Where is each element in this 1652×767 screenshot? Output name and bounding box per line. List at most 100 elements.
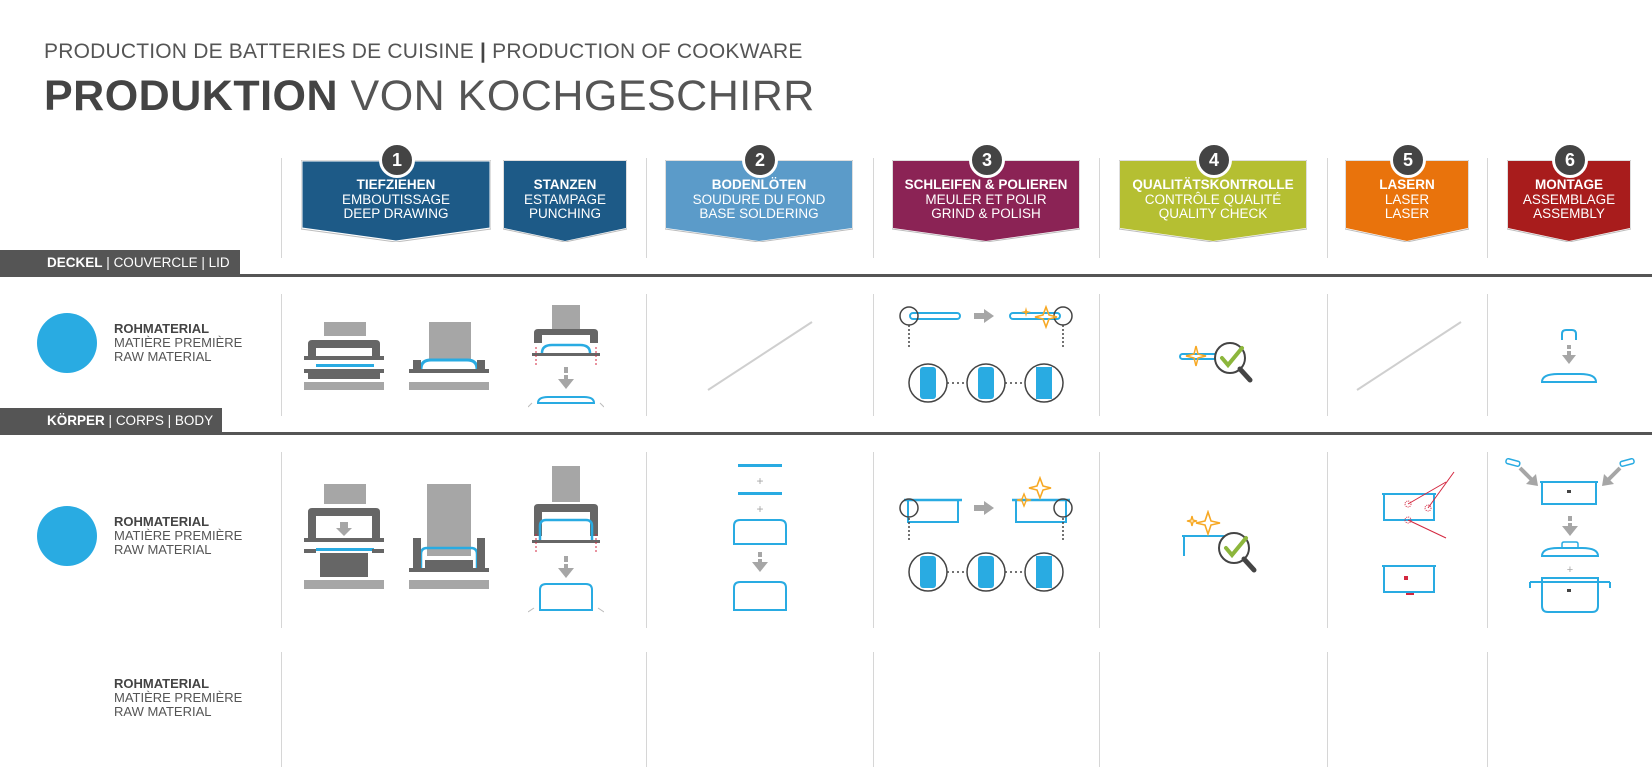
step-2-label-de: BODENLÖTEN xyxy=(711,177,807,192)
step-3-label-fr: MEULER ET POLIR xyxy=(925,191,1047,207)
subtitle-fr: PRODUCTION DE BATTERIES DE CUISINE xyxy=(44,40,474,63)
step-5-label-de: LASERN xyxy=(1379,177,1435,192)
row-lid-en: LID xyxy=(208,255,230,270)
lid-deep-drawing-press-open-icon xyxy=(304,322,384,390)
divider-lid-2 xyxy=(646,294,647,416)
divider-col-6 xyxy=(1487,158,1488,258)
body-deep-drawing-press-closed-icon xyxy=(409,484,489,589)
step-banner-laser: LASERN LASER LASER xyxy=(1345,160,1469,242)
step-3-label-en: GRIND & POLISH xyxy=(931,206,1041,221)
row-label-lid: DECKEL | COUVERCLE | LID xyxy=(0,250,240,276)
lid-not-applicable-soldering-icon xyxy=(707,321,813,391)
lid-punching-icon xyxy=(528,305,604,408)
step-3-label-de: SCHLEIFEN & POLIEREN xyxy=(904,177,1068,192)
divider-lid-4 xyxy=(1099,294,1100,416)
step-1-number-badge: 1 xyxy=(379,142,415,178)
step-5-label-en: LASER xyxy=(1384,206,1430,221)
row-lid-sep: | xyxy=(106,255,110,270)
body-quality-check-icon xyxy=(1182,510,1257,573)
body-assembly-icon: + xyxy=(1505,457,1635,613)
divider-third-5 xyxy=(1327,652,1328,767)
step-banner-assembly: MONTAGE ASSEMBLAGE ASSEMBLY xyxy=(1507,160,1631,242)
step-1-label-fr: EMBOUTISSAGE xyxy=(341,191,451,207)
subtitle-separator: | xyxy=(480,40,487,63)
row-label-body: KÖRPER | CORPS | BODY xyxy=(0,408,222,434)
step-3-number-badge: 3 xyxy=(969,142,1005,178)
step-banner-base-soldering: BODENLÖTEN SOUDURE DU FOND BASE SOLDERIN… xyxy=(665,160,853,242)
page-title: PRODUKTION VON KOCHGESCHIRR xyxy=(44,72,815,121)
step-banner-deep-drawing: TIEFZIEHEN EMBOUTISSAGE DEEP DRAWING xyxy=(301,160,491,242)
raw-lid-de: ROHMATERIAL xyxy=(114,321,210,336)
step-punching-label-en: PUNCHING xyxy=(528,206,601,221)
banner-shape xyxy=(1507,160,1631,242)
divider-body-2 xyxy=(646,452,647,628)
svg-text:+: + xyxy=(1567,564,1573,576)
row-line-body xyxy=(0,432,1652,435)
row-body-sep2: | xyxy=(167,413,172,428)
row-body-en: BODY xyxy=(174,413,214,428)
step-banner-punching: STANZEN ESTAMPAGE PUNCHING xyxy=(503,160,627,242)
title-bold: PRODUKTION xyxy=(44,72,339,120)
step-1-label-en: DEEP DRAWING xyxy=(343,206,449,221)
step-6-label-en: ASSEMBLY xyxy=(1533,206,1605,221)
subtitle-en: PRODUCTION OF COOKWARE xyxy=(492,40,803,63)
divider-lid-1 xyxy=(281,294,282,416)
step-6-label-de: MONTAGE xyxy=(1535,177,1603,192)
step-5-label-fr: LASER xyxy=(1384,191,1430,207)
row-lid-sep2: | xyxy=(201,255,205,270)
step-6-label-fr: ASSEMBLAGE xyxy=(1522,191,1616,207)
divider-body-3 xyxy=(873,452,874,628)
divider-third-2 xyxy=(646,652,647,767)
divider-col-4 xyxy=(1099,158,1100,258)
body-base-soldering-icon: + + xyxy=(733,464,787,611)
raw-third-fr: MATIÈRE PREMIÈRE xyxy=(114,690,243,705)
raw-body-de: ROHMATERIAL xyxy=(114,514,210,529)
divider-lid-5 xyxy=(1327,294,1328,416)
divider-body-5 xyxy=(1327,452,1328,628)
banner-shape xyxy=(892,160,1080,242)
banner-shape xyxy=(1119,160,1307,242)
row-body-de: KÖRPER xyxy=(47,413,105,428)
step-punching-label-fr: ESTAMPAGE xyxy=(523,191,606,207)
svg-text:+: + xyxy=(756,474,763,488)
raw-lid-en: RAW MATERIAL xyxy=(114,349,212,364)
lid-assembly-icon xyxy=(1540,329,1598,383)
step-banner-quality-check: QUALITÄTSKONTROLLE CONTRÔLE QUALITÉ QUAL… xyxy=(1119,160,1307,242)
raw-material-label-lid: ROHMATERIAL MATIÈRE PREMIÈRE RAW MATERIA… xyxy=(114,322,242,364)
row-line-lid xyxy=(0,274,1652,277)
divider-third-6 xyxy=(1487,652,1488,767)
step-4-label-en: QUALITY CHECK xyxy=(1158,206,1268,221)
step-2-number-badge: 2 xyxy=(742,142,778,178)
raw-body-fr: MATIÈRE PREMIÈRE xyxy=(114,528,243,543)
divider-lid-6 xyxy=(1487,294,1488,416)
step-2-label-en: BASE SOLDERING xyxy=(699,206,819,221)
step-1-label-de: TIEFZIEHEN xyxy=(356,177,436,192)
raw-material-dot-body xyxy=(37,506,97,566)
divider-col-3 xyxy=(873,158,874,258)
lid-deep-drawing-press-closed-icon xyxy=(409,322,489,390)
divider-col-5 xyxy=(1327,158,1328,258)
banner-shape xyxy=(503,160,627,242)
row-lid-fr: COUVERCLE xyxy=(113,255,198,270)
divider-third-3 xyxy=(873,652,874,767)
step-banner-grind-polish: SCHLEIFEN & POLIEREN MEULER ET POLIR GRI… xyxy=(892,160,1080,242)
divider-body-1 xyxy=(281,452,282,628)
page-subtitle: PRODUCTION DE BATTERIES DE CUISINE | PRO… xyxy=(44,40,803,64)
divider-body-6 xyxy=(1487,452,1488,628)
row-lid-de: DECKEL xyxy=(47,255,103,270)
lid-quality-check-icon xyxy=(1179,342,1253,383)
step-4-label-de: QUALITÄTSKONTROLLE xyxy=(1132,177,1294,192)
title-rest: VON KOCHGESCHIRR xyxy=(350,72,815,120)
raw-lid-fr: MATIÈRE PREMIÈRE xyxy=(114,335,243,350)
row-body-fr: CORPS xyxy=(115,413,164,428)
raw-body-en: RAW MATERIAL xyxy=(114,542,212,557)
step-5-number-badge: 5 xyxy=(1390,142,1426,178)
divider-third-4 xyxy=(1099,652,1100,767)
raw-material-dot-lid xyxy=(37,313,97,373)
divider-lid-3 xyxy=(873,294,874,416)
step-4-number-badge: 4 xyxy=(1196,142,1232,178)
divider-col-1 xyxy=(281,158,282,258)
step-4-label-fr: CONTRÔLE QUALITÉ xyxy=(1144,191,1282,207)
body-grind-polish-icon xyxy=(899,476,1073,592)
body-laser-icon xyxy=(1382,471,1455,595)
